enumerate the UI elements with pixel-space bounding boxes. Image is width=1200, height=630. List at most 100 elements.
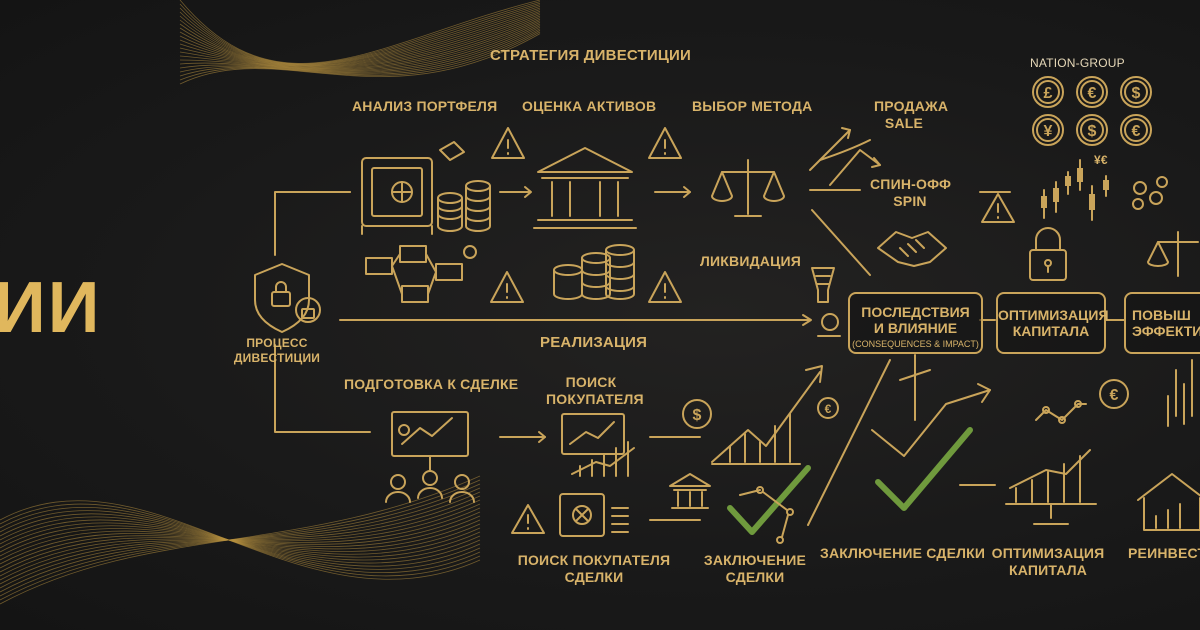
- buyer-search-line1: ПОИСК: [565, 374, 617, 390]
- section-title-implementation: РЕАЛИЗАЦИЯ: [540, 334, 648, 351]
- svg-text:$: $: [1132, 85, 1141, 102]
- capital-line1: ОПТИМИЗАЦИЯ: [998, 307, 1109, 323]
- wave-line: [179, 1, 541, 65]
- deal-closing-line1: ЗАКЛЮЧЕНИЕ: [703, 552, 807, 568]
- safe-icon: [361, 157, 433, 235]
- method-spinoff: СПИН-ОФФ SPIN: [870, 176, 952, 210]
- padlock-icon: [1029, 227, 1067, 281]
- presentation-board-icon: [385, 411, 475, 503]
- vault-icon: [559, 493, 629, 537]
- svg-text:€: €: [1132, 123, 1141, 140]
- handshake-icon: [877, 231, 947, 267]
- wave-line: [179, 18, 541, 69]
- dots-network-icon: [739, 486, 794, 544]
- decorative-waves: [0, 0, 541, 605]
- bar-chart-stand-icon: [1005, 449, 1097, 525]
- impact-box: ПОСЛЕДСТВИЯ И ВЛИЯНИЕ (CONSEQUENCES & IM…: [848, 292, 983, 354]
- wave-line: [179, 9, 541, 67]
- optimization-line1: ОПТИМИЗАЦИЯ: [991, 545, 1105, 561]
- capital-line2: КАПИТАЛА: [1012, 323, 1090, 339]
- method-spinoff-ru: СПИН-ОФФ: [870, 176, 952, 192]
- svg-text:€: €: [1088, 85, 1097, 102]
- wave-line: [179, 15, 541, 68]
- trend-arrows-icon: [871, 369, 991, 457]
- svg-text:¥: ¥: [1044, 123, 1053, 140]
- wave-line: [179, 22, 541, 71]
- process-line2: ДИВЕСТИЦИИ: [233, 351, 321, 365]
- wave-line: [179, 31, 541, 81]
- asset-network-icon: [365, 245, 477, 303]
- process-label: ПРОЦЕСС ДИВЕСТИЦИИ: [222, 336, 332, 366]
- wave-line: [179, 26, 541, 73]
- yen-euro-label: ¥€: [1094, 153, 1108, 167]
- buyer-search-deal-line1: ПОИСК ПОКУПАТЕЛЯ: [517, 552, 671, 568]
- buyer-search-line2: ПОКУПАТЕЛЯ: [546, 391, 644, 407]
- coin-swirl-icon: [817, 313, 841, 337]
- currency-grid: £ € $ ¥ $ €: [1032, 76, 1152, 146]
- wave-line: [179, 4, 541, 65]
- yen-icon: ¥: [1032, 114, 1064, 146]
- svg-text:£: £: [1044, 85, 1053, 102]
- coin-pile-icon: [553, 244, 635, 300]
- buyer-search-deal-line2: СДЕЛКИ: [564, 569, 624, 585]
- wave-line: [179, 10, 541, 67]
- shield-lock-icon: [254, 263, 321, 333]
- small-bank-icon: [669, 473, 711, 509]
- coin-stack-icon: [437, 141, 491, 232]
- page-title-fragment: ИИ: [0, 268, 102, 348]
- house-chart-icon: [1137, 473, 1200, 531]
- candlestick-chart-icon: [1041, 159, 1109, 221]
- method-liquidation: ЛИКВИДАЦИЯ: [700, 253, 802, 269]
- method-sale: ПРОДАЖА SALE: [874, 98, 949, 132]
- step-reinvestment: РЕИНВЕСТ: [1128, 545, 1200, 561]
- wave-line: [179, 6, 541, 66]
- rising-chart-icon: [711, 365, 823, 465]
- step-buyer-search-deal: ПОИСК ПОКУПАТЕЛЯ СДЕЛКИ: [514, 552, 674, 586]
- wave-line: [179, 17, 541, 69]
- step-portfolio-analysis: АНАЛИЗ ПОРТФЕЛЯ: [352, 98, 498, 114]
- euro-icon: €: [1076, 76, 1108, 108]
- process-line1: ПРОЦЕСС: [246, 336, 308, 350]
- people-network-icon: [1132, 176, 1168, 210]
- check-icon: [727, 427, 973, 535]
- capital-box: ОПТИМИЗАЦИЯ КАПИТАЛА: [996, 292, 1109, 354]
- wave-line: [179, 28, 541, 74]
- connector-lines: [274, 127, 1126, 526]
- wave-line: [179, 0, 541, 64]
- warning-icon: [490, 127, 1015, 534]
- step-deal-closing: ЗАКЛЮЧЕНИЕ СДЕЛКИ: [700, 552, 810, 586]
- svg-text:$: $: [1088, 123, 1097, 140]
- step-asset-valuation: ОЦЕНКА АКТИВОВ: [522, 98, 657, 114]
- method-sale-ru: ПРОДАЖА: [874, 98, 949, 114]
- method-sale-en: SALE: [884, 115, 924, 131]
- wave-line: [179, 2, 541, 65]
- growth-arrows-icon: [819, 139, 881, 186]
- step-capital-optimization: ОПТИМИЗАЦИЯ КАПИТАЛА: [988, 545, 1108, 579]
- section-title-strategy: СТРАТЕГИЯ ДИВЕСТИЦИИ: [490, 47, 692, 64]
- pound-icon: £: [1032, 76, 1064, 108]
- dollar-icon: $: [1076, 114, 1108, 146]
- svg-text:$: $: [693, 407, 702, 424]
- side-bars-icon: [1167, 359, 1193, 427]
- wave-line: [0, 475, 481, 605]
- svg-text:€: €: [825, 402, 832, 416]
- step-buyer-search: ПОИСК ПОКУПАТЕЛЯ: [546, 374, 644, 408]
- impact-line1: ПОСЛЕДСТВИЯ: [861, 304, 970, 320]
- step-method-selection: ВЫБОР МЕТОДА: [692, 98, 813, 114]
- scales-icon: [711, 159, 785, 217]
- step-deal-closing-2: ЗАКЛЮЧЕНИЕ СДЕЛКИ: [820, 545, 986, 561]
- method-spinoff-en: SPIN: [893, 193, 927, 209]
- wave-line: [179, 25, 541, 72]
- efficiency-box: ПОВЫШ ЭФФЕКТИВ: [1124, 292, 1200, 354]
- svg-text:€: €: [1110, 387, 1119, 404]
- line-chart-icon: [1035, 400, 1087, 424]
- efficiency-line2: ЭФФЕКТИВ: [1132, 323, 1200, 339]
- funnel-icon: [811, 267, 835, 303]
- monitor-chart-icon: [561, 413, 635, 477]
- euro-icon: €: [1120, 114, 1152, 146]
- wave-line: [179, 14, 541, 68]
- scales-right-icon: [1147, 231, 1199, 277]
- brand-name: NATION-GROUP: [1030, 56, 1125, 70]
- dollar-coin-icon: $ € €: [682, 379, 1129, 429]
